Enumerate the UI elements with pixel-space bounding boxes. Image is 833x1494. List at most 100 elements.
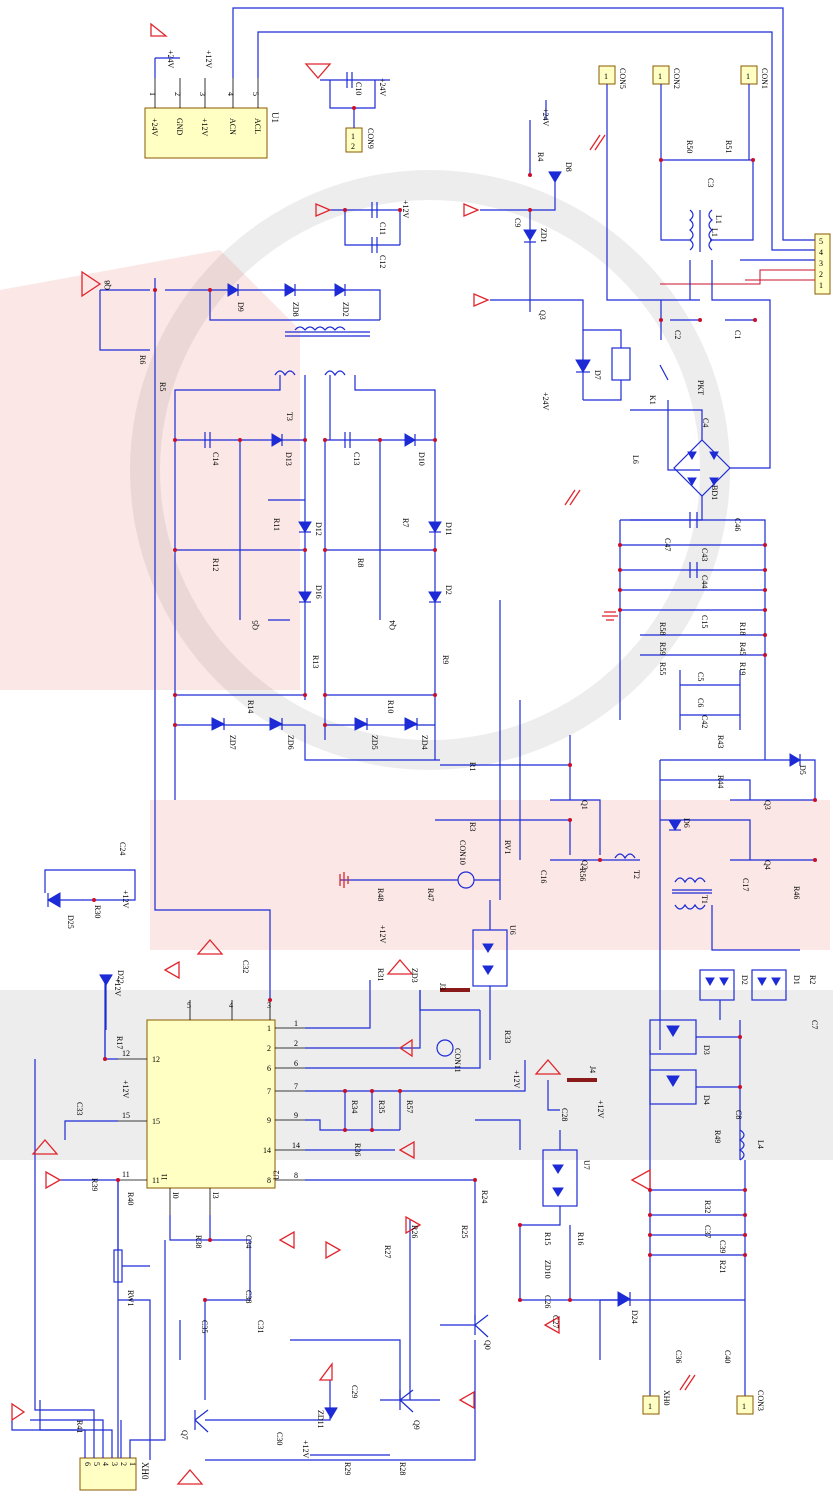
ref-label: R12 xyxy=(211,558,220,571)
u2-pin-1: 1 xyxy=(267,1024,271,1033)
ref-label: C7 xyxy=(810,1020,819,1029)
con4-pin: 1 xyxy=(742,1402,746,1411)
small-caps-top xyxy=(320,72,401,253)
ref-label: Q4 xyxy=(763,860,772,870)
ref-label: R55 xyxy=(658,662,667,675)
u2-pin-8: 8 xyxy=(267,1176,271,1185)
ref-label: R19 xyxy=(738,662,747,675)
u2-pin-9-outer: 9 xyxy=(294,1111,298,1120)
con5-ref: XH0 xyxy=(662,1390,671,1406)
u2-pin-12: 12 xyxy=(122,1049,130,1058)
ref-label: D8 xyxy=(564,162,573,172)
svg-text:L1: L1 xyxy=(714,215,723,224)
ref-label: ZD8 xyxy=(291,302,300,317)
ref-label: C2 xyxy=(673,330,682,339)
ref-label: D10 xyxy=(417,452,426,466)
ref-label: C47 xyxy=(663,538,672,551)
ref-label: C32 xyxy=(241,960,250,973)
ref-label: C34 xyxy=(244,1235,253,1248)
xh0-pin: 3 xyxy=(110,1462,119,1466)
ref-label: T2 xyxy=(632,870,641,879)
u2-pin-14: 14 xyxy=(263,1146,271,1155)
bus-capacitors xyxy=(619,512,766,760)
ref-label: R27 xyxy=(383,1245,392,1258)
ref-label: C44 xyxy=(700,575,709,588)
ref-label: R8 xyxy=(356,558,365,567)
ref-label: R45 xyxy=(738,642,747,655)
ref-label: D24 xyxy=(630,1310,639,1324)
xh0-pin: 5 xyxy=(92,1462,101,1466)
rail-label: +24V xyxy=(541,392,550,411)
ref-label: R29 xyxy=(343,1462,352,1475)
ref-label: C13 xyxy=(352,452,361,465)
ref-label: C15 xyxy=(700,615,709,628)
ref-label: T1 xyxy=(700,895,709,904)
u2-pin-11-inner: 11 xyxy=(152,1176,160,1185)
ref-label: C35 xyxy=(200,1320,209,1333)
ref-label: R32 xyxy=(703,1200,712,1213)
u1-pin-number: 5 xyxy=(251,92,260,96)
xh0-ref: XH0 xyxy=(140,1462,150,1480)
ref-label: R43 xyxy=(716,735,725,748)
ref-label: R34 xyxy=(350,1100,359,1113)
ref-label: Q7 xyxy=(180,1430,189,1440)
ref-label: Q3 xyxy=(538,310,547,320)
u2-pin-7: 7 xyxy=(267,1087,271,1096)
ac-wiring xyxy=(154,7,815,285)
ref-label: D13 xyxy=(284,452,293,466)
right-gate-driver xyxy=(324,432,442,760)
transistors-bottom xyxy=(194,1314,489,1433)
u2-pin-15: 15 xyxy=(122,1111,130,1120)
u1-pin-label: ACL xyxy=(253,118,262,134)
relay-k1 xyxy=(540,299,700,471)
u2-top-pin: 4 xyxy=(229,1001,233,1010)
u1-pin-label: GND xyxy=(175,118,184,136)
rail-labels: +24V +12V +24V +24V +12V +12V +12V +12V … xyxy=(113,78,605,1459)
u2-pin-6-outer: 6 xyxy=(294,1059,298,1068)
con1-ref: CON1 xyxy=(760,68,769,89)
ref-label: R30 xyxy=(93,905,102,918)
ref-label: K1 xyxy=(648,395,657,405)
ref-label: ZD1 xyxy=(539,228,548,243)
ref-label: D12 xyxy=(314,522,323,536)
ref-label: ZD11 xyxy=(316,1410,325,1428)
u1-pin-number: 2 xyxy=(173,92,182,96)
ref-label: R5 xyxy=(158,382,167,391)
u2-pin-2-outer: 2 xyxy=(294,1039,298,1048)
ref-label: R16 xyxy=(576,1232,585,1245)
junction-dots xyxy=(92,106,817,1302)
ref-label: R21 xyxy=(718,1260,727,1273)
diode-d7 xyxy=(575,330,591,400)
ref-label: R4 xyxy=(536,152,545,161)
con9-pin: 2 xyxy=(351,142,355,151)
ref-label: R10 xyxy=(386,700,395,713)
connector-xh0: 1 2 3 4 5 6 XH0 xyxy=(11,1059,166,1491)
ref-label: D5 xyxy=(798,765,807,775)
ref-label: R31 xyxy=(376,968,385,981)
con4-ref: CON3 xyxy=(756,1390,765,1411)
j1-pin: 4 xyxy=(819,248,823,257)
u2-pin-6: 6 xyxy=(267,1064,271,1073)
ref-label: R59 xyxy=(658,642,667,655)
ref-label: C27 xyxy=(551,1315,560,1328)
ref-label: C24 xyxy=(118,842,127,855)
ref-label: C30 xyxy=(275,1432,284,1445)
ref-label: ZD2 xyxy=(341,302,350,317)
connector-con9: 1 2 CON9 xyxy=(329,80,376,153)
xh0-pin: 4 xyxy=(101,1462,110,1466)
ref-label: Q3 xyxy=(763,800,772,810)
u2-pin-9: 9 xyxy=(267,1116,271,1125)
ref-label: T3 xyxy=(285,412,294,421)
ref-label: J4 xyxy=(588,1066,597,1073)
ref-label: D3 xyxy=(702,1045,711,1055)
ref-label: R15 xyxy=(543,1232,552,1245)
rail-label: +12V xyxy=(121,890,130,909)
rail-label: +12V xyxy=(121,1080,130,1099)
ref-label: R57 xyxy=(405,1100,414,1113)
u2-ref: U2 xyxy=(272,1170,281,1180)
ref-label: CON10 xyxy=(458,840,467,865)
output-transformer xyxy=(659,877,800,1050)
relay-driver xyxy=(480,100,562,312)
ref-label: C28 xyxy=(560,1108,569,1121)
